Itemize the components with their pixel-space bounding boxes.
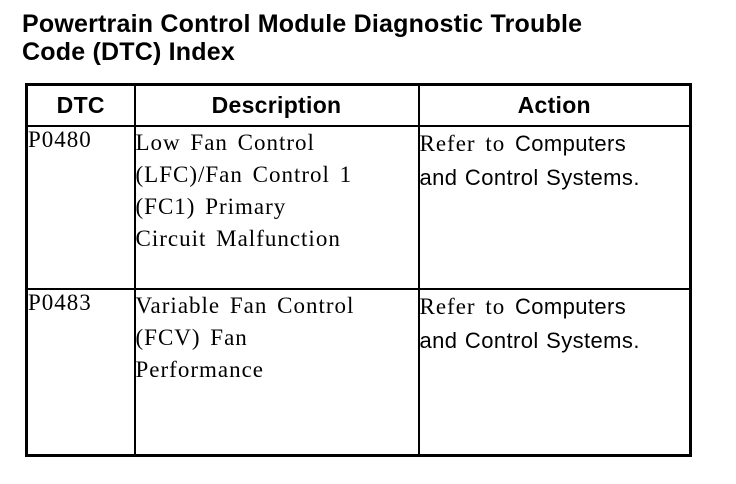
dtc-code-cell: P0483 xyxy=(25,288,136,457)
page-title-line-2: Code (DTC) Index xyxy=(22,38,235,66)
refer-to-text: Refer to xyxy=(419,294,515,319)
sentence-period: . xyxy=(633,328,640,353)
description-cell: Low Fan Control (LFC)/Fan Control 1 (FC1… xyxy=(133,125,420,290)
action-line: Refer to Computers xyxy=(419,128,689,161)
reference-link-computers-and-control-systems[interactable]: and Control Systems xyxy=(419,165,634,190)
reference-link-computers-and-control-systems[interactable]: and Control Systems xyxy=(419,328,634,353)
action-cell: Refer to Computers and Control Systems. xyxy=(417,288,692,457)
action-cell: Refer to Computers and Control Systems. xyxy=(417,125,692,290)
table-header-row: DTC Description Action xyxy=(25,83,692,127)
header-cell-description: Description xyxy=(133,83,420,127)
table-row: P0483 Variable Fan Control (FCV) Fan Per… xyxy=(25,288,692,457)
header-cell-dtc: DTC xyxy=(25,83,136,127)
table-row: P0480 Low Fan Control (LFC)/Fan Control … xyxy=(25,125,692,290)
reference-link-computers-and-control-systems[interactable]: Computers xyxy=(514,294,627,319)
refer-to-text: Refer to xyxy=(419,131,515,156)
dtc-code-cell: P0480 xyxy=(25,125,136,290)
action-line: and Control Systems. xyxy=(419,324,689,358)
sentence-period: . xyxy=(633,165,640,190)
header-cell-action: Action xyxy=(417,83,692,127)
reference-link-computers-and-control-systems[interactable]: Computers xyxy=(514,131,627,156)
action-line: Refer to Computers xyxy=(419,291,689,324)
action-line: and Control Systems. xyxy=(419,161,689,195)
description-cell: Variable Fan Control (FCV) Fan Performan… xyxy=(133,288,420,457)
dtc-index-table: DTC Description Action P0480 Low Fan Con… xyxy=(25,83,692,457)
page-title-line-1: Powertrain Control Module Diagnostic Tro… xyxy=(22,10,583,38)
page-title: Powertrain Control Module Diagnostic Tro… xyxy=(22,10,736,66)
document-page: Powertrain Control Module Diagnostic Tro… xyxy=(0,10,736,484)
